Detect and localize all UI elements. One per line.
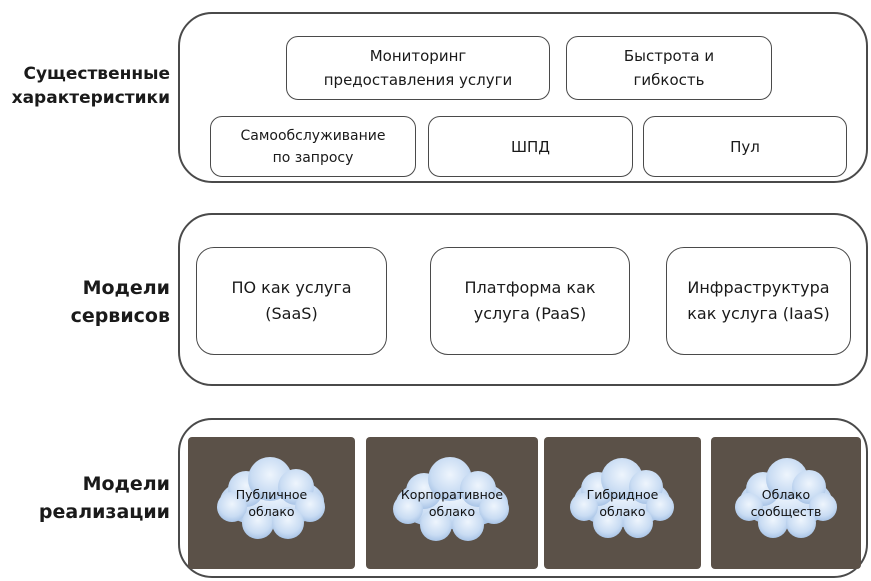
paas-box: Платформа как услуга (PaaS): [430, 247, 630, 355]
iaas-box: Инфраструктура как услуга (IaaS): [666, 247, 851, 355]
private-cloud-label: Корпоративное облако: [400, 487, 504, 519]
saas-box: ПО как услуга (SaaS): [196, 247, 387, 355]
pool-box: Пул: [643, 116, 847, 177]
self-service-box: Самообслуживание по запросу: [210, 116, 416, 177]
community-cloud-tile: Облако сообществ: [711, 437, 861, 569]
hybrid-cloud-tile: Гибридное облако: [544, 437, 701, 569]
speed-flexibility-box: Быстрота и гибкость: [566, 36, 772, 100]
community-cloud-label: Облако сообществ: [750, 487, 822, 519]
cloud-icon: [570, 458, 674, 538]
cloud-icon: [393, 457, 509, 541]
cloud-icon: [217, 457, 325, 539]
public-cloud-label: Публичное облако: [235, 487, 308, 519]
characteristics-label: Существенные характеристики: [11, 64, 170, 108]
broadband-box: ШПД: [428, 116, 633, 177]
public-cloud-tile: Публичное облако: [188, 437, 355, 569]
cloud-icon: [735, 458, 837, 538]
deployment-models-label: Модели реализации: [38, 473, 170, 523]
private-cloud-tile: Корпоративное облако: [366, 437, 538, 569]
monitoring-box: Мониторинг предоставления услуги: [286, 36, 550, 100]
service-models-label: Модели сервисов: [70, 277, 170, 327]
hybrid-cloud-label: Гибридное облако: [586, 487, 659, 519]
